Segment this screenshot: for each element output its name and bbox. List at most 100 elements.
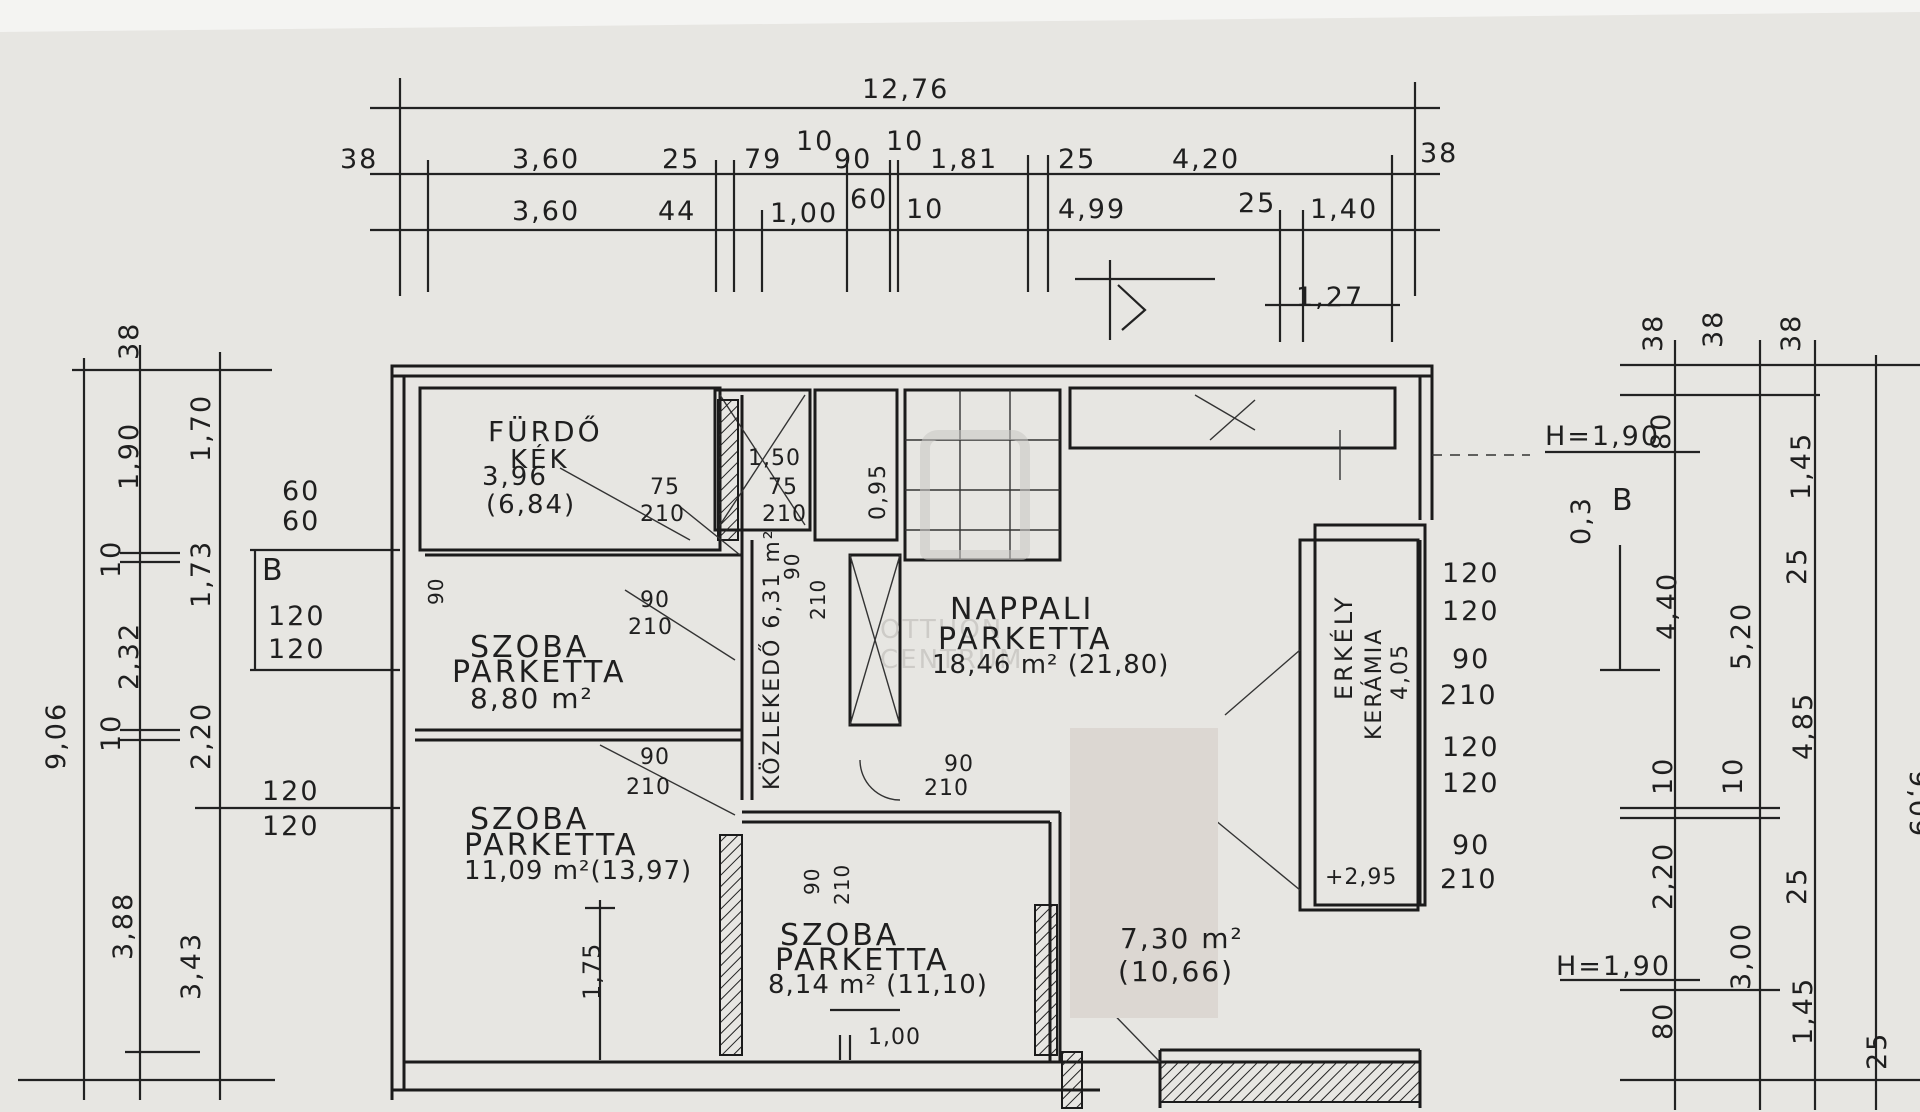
- dim-left-w2: 120: [268, 601, 326, 632]
- dim-left-a1: 10: [96, 540, 127, 578]
- dim-right-win6: 90: [1452, 830, 1490, 861]
- dim-top-row1-5: 90: [834, 144, 872, 175]
- dim-left-outer: 9,06: [41, 702, 72, 770]
- dim-right-c1-0: 80: [1646, 412, 1677, 450]
- wc-label: 0,95: [866, 463, 891, 520]
- erkely-name: ERKÉLY: [1330, 594, 1358, 700]
- dim-right-win2: 90: [1452, 644, 1490, 675]
- dim-right-bottom: 25: [1862, 1032, 1893, 1070]
- dim-right-win4: 120: [1442, 732, 1500, 763]
- walls: [390, 364, 1530, 1108]
- dim-left-w4: 120: [262, 776, 320, 807]
- dim-left-a0: 1,90: [114, 422, 145, 490]
- dim-top-row1-8: 25: [1058, 144, 1096, 175]
- dim-top-row1-0: 38: [340, 144, 378, 175]
- erkely-area: 4,05: [1388, 643, 1413, 700]
- dim-right-c1-2: 10: [1648, 757, 1679, 795]
- door-dim-4: 1,50: [748, 446, 801, 471]
- dim-top-row2-0: 3,60: [512, 196, 580, 227]
- left-dimension-labels: 9,06 38 1,90 10 2,32 10 3,88 1,70 1,73 2…: [41, 322, 326, 1000]
- dim-left-a4: 3,88: [108, 892, 139, 960]
- paper-edge: [0, 0, 1920, 32]
- height-175: 1,75: [578, 942, 606, 1000]
- door-dim-3: 210: [762, 502, 807, 527]
- szoba2-area: 11,09 m²(13,97): [464, 856, 693, 886]
- dim-right-h0: H=1,90: [1545, 421, 1660, 452]
- watermark-logo: [920, 430, 1030, 560]
- furdo-area-paren: (6,84): [486, 490, 577, 520]
- dim-right-c2-0: 5,20: [1726, 602, 1757, 670]
- dim-top-row1-7: 1,81: [930, 144, 998, 175]
- terasz-area-paren: (10,66): [1118, 955, 1235, 988]
- dim-right-win1: 120: [1442, 596, 1500, 627]
- dim-top-row2-5: 4,99: [1058, 194, 1126, 225]
- erkely-floor: KERÁMIA: [1362, 627, 1387, 740]
- dim-right-win3: 210: [1440, 680, 1498, 711]
- dim-left-w3: 120: [268, 634, 326, 665]
- dim-right-win0: 120: [1442, 558, 1500, 589]
- dim-right-c1-1: 4,40: [1652, 572, 1683, 640]
- szoba2-floor: PARKETTA: [464, 828, 639, 863]
- dim-top-row1-6: 10: [886, 126, 924, 157]
- szoba1-floor: PARKETTA: [452, 655, 627, 690]
- szoba3-area: 8,14 m² (11,10): [768, 970, 988, 1000]
- dim-right-c1-4: 80: [1648, 1002, 1679, 1040]
- left-dimension-lines: [18, 345, 400, 1100]
- dim-right-c2-2: 3,00: [1726, 922, 1757, 990]
- szoba1-area: 8,80 m²: [470, 682, 594, 715]
- dim-left-a3: 10: [96, 714, 127, 752]
- dim-top-row2-6: 25: [1238, 188, 1276, 219]
- small-dim: 1,00: [868, 1025, 921, 1050]
- szoba2-name: SZOBA: [470, 802, 590, 837]
- door-dim-10: 210: [924, 776, 969, 801]
- dim-left-a2: 2,32: [114, 622, 145, 690]
- dim-overall-width: 12,76: [862, 74, 949, 105]
- dim-left-b0: 1,70: [186, 394, 217, 462]
- dim-left-w5: 120: [262, 811, 320, 842]
- dim-top-row2-3: 60: [850, 184, 888, 215]
- dim-right-top2: 38: [1776, 314, 1807, 352]
- nappali-area: 18,46 m² (21,80): [932, 650, 1170, 680]
- dim-top-row1-3: 79: [744, 144, 782, 175]
- door-dim-13: 90: [800, 867, 824, 895]
- dim-top-row1-2: 25: [662, 144, 700, 175]
- dim-top-row1-1: 3,60: [512, 144, 580, 175]
- dim-top-row2-1: 44: [658, 196, 696, 227]
- height-90: 90: [424, 577, 448, 605]
- level-mark: +2,95: [1325, 865, 1398, 890]
- right-dimension-labels: 9,09 38 38 38 80 4,40 10 2,20 80 5,20 10…: [1440, 310, 1920, 1070]
- dim-right-top0: 38: [1638, 314, 1669, 352]
- dim-right-c3-4: 1,45: [1788, 977, 1819, 1045]
- door-dim-5: 90: [640, 588, 670, 613]
- dim-left-w0: 60: [282, 476, 320, 507]
- nappali-floor: PARKETTA: [938, 622, 1113, 657]
- szoba3-name: SZOBA: [780, 918, 900, 953]
- dim-left-b1: 1,73: [186, 540, 217, 608]
- section-mark-left: B: [262, 553, 286, 588]
- door-dim-0: 75: [650, 475, 680, 500]
- furdo-label: FÜRDŐ: [488, 415, 603, 448]
- section-mark-right: B: [1612, 483, 1636, 518]
- dim-right-win7: 210: [1440, 864, 1498, 895]
- dim-top-lower: 1,27: [1296, 282, 1364, 313]
- dim-top-row1-9: 4,20: [1172, 144, 1240, 175]
- dim-right-win5: 120: [1442, 768, 1500, 799]
- dim-right-c3-2: 4,85: [1788, 692, 1819, 760]
- dim-right-sill: 0,3: [1566, 496, 1597, 545]
- dim-right-c3-0: 1,45: [1786, 432, 1817, 500]
- top-dimension-lines: [370, 78, 1440, 342]
- dim-right-top1: 38: [1698, 310, 1729, 348]
- furdo-sub: KÉK: [510, 445, 570, 475]
- szoba3-floor: PARKETTA: [775, 943, 950, 978]
- dim-left-w1: 60: [282, 506, 320, 537]
- dim-left-b3: 3,43: [176, 932, 207, 1000]
- nappali-name: NAPPALI: [950, 592, 1095, 627]
- terasz-area: 7,30 m²: [1120, 922, 1244, 955]
- hatched-walls: [717, 399, 1421, 1109]
- dim-top-row1-4: 10: [796, 126, 834, 157]
- dim-right-c3-3: 25: [1782, 867, 1813, 905]
- dim-right-outer: 9,09: [1903, 770, 1920, 838]
- redacted-area: [1070, 728, 1218, 1018]
- right-dimension-lines: [1545, 340, 1920, 1110]
